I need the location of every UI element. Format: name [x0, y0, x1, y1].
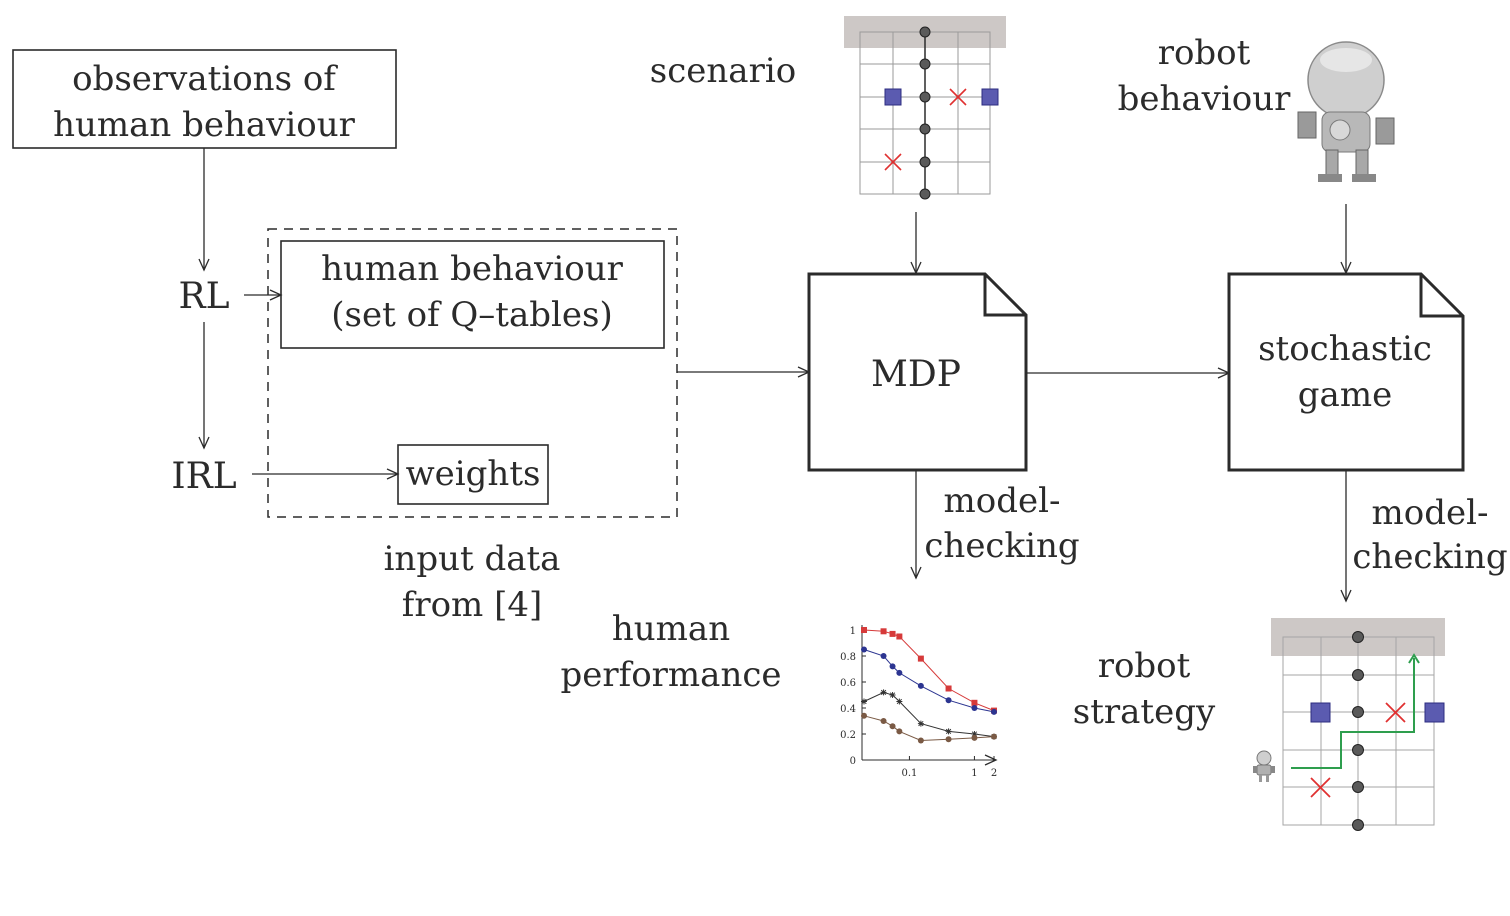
chart-data-point — [880, 628, 887, 635]
chart-data-point — [880, 718, 887, 724]
chart-data-point — [917, 655, 924, 662]
model-checking-1-line1: model- — [944, 481, 1061, 521]
chart-data-point — [945, 697, 952, 704]
chart-y-tick-label: 0.6 — [840, 678, 856, 689]
chart-data-point — [896, 633, 903, 640]
weights-label: weights — [406, 454, 541, 494]
stochastic-game-document — [1227, 272, 1465, 472]
chart-data-point — [861, 712, 867, 719]
chart-data-point — [945, 728, 952, 735]
chart-y-tick-label: 0.8 — [840, 652, 856, 663]
input-data-group — [267, 228, 678, 518]
human-behaviour-label-line2: (set of Q–tables) — [331, 295, 612, 335]
chart-data-point — [861, 627, 867, 633]
stochastic-game-label-line2: game — [1298, 375, 1392, 415]
chart-data-point — [880, 653, 887, 659]
robot-behaviour-label-line2: behaviour — [1118, 79, 1292, 119]
chart-data-point — [917, 737, 924, 744]
chart-data-point — [889, 663, 896, 670]
chart-data-point — [945, 685, 952, 692]
chart-series-line — [863, 691, 995, 738]
chart-y-tick-label: 1 — [850, 626, 856, 637]
strategy-square-marker — [1310, 702, 1331, 723]
scenario-grid — [844, 16, 1006, 200]
chart-data-point — [889, 692, 896, 698]
chart-data-point — [991, 708, 997, 715]
chart-data-point — [896, 728, 903, 735]
chart-data-point — [880, 689, 887, 696]
human-performance-label-line1: human — [612, 609, 730, 649]
chart-data-point — [917, 720, 924, 727]
chart-data-point — [917, 682, 924, 689]
human-performance-label-line2: performance — [560, 655, 781, 695]
scenario-square-marker — [981, 88, 999, 106]
chart-data-point — [861, 698, 867, 705]
model-checking-2-line2: checking — [1352, 537, 1507, 577]
stochastic-game-document-fold — [1419, 274, 1463, 318]
rl-label: RL — [178, 276, 229, 317]
chart-data-point — [945, 736, 952, 743]
chart-data-point — [991, 733, 997, 740]
strategy-square-marker — [1424, 702, 1445, 723]
chart-y-tick-label: 0 — [850, 756, 856, 767]
robot-strategy-label-line2: strategy — [1073, 692, 1216, 732]
chart-data-point — [971, 699, 978, 706]
chart-data-point — [861, 646, 867, 653]
irl-label: IRL — [171, 456, 236, 497]
small-robot-icon — [1253, 750, 1275, 782]
input-data-label-line1: input data — [384, 539, 561, 579]
observations-label-line1: observations of — [72, 59, 338, 99]
model-checking-1-line2: checking — [924, 526, 1079, 566]
mdp-label: MDP — [871, 354, 961, 395]
mdp-document — [807, 272, 1028, 472]
model-checking-2-line1: model- — [1372, 493, 1489, 533]
chart-data-point — [896, 669, 903, 676]
robot-strategy-label-line1: robot — [1098, 646, 1191, 686]
stochastic-game-label-line1: stochastic — [1258, 329, 1432, 369]
chart-data-point — [889, 723, 896, 730]
chart-data-point — [889, 630, 896, 637]
chart-data-point — [896, 698, 903, 705]
chart-x-tick-label: 2 — [991, 768, 997, 779]
chart-data-point — [971, 705, 978, 711]
robot-behaviour-label-line1: robot — [1158, 33, 1251, 73]
human-behaviour-label-line1: human behaviour — [321, 249, 624, 289]
observations-label-line2: human behaviour — [53, 105, 356, 145]
chart-x-tick-label: 0.1 — [901, 768, 917, 779]
chart-data-point — [971, 731, 978, 737]
scenario-square-marker — [884, 88, 902, 106]
robot-path — [1291, 658, 1415, 769]
human-performance-chart: 0 0.2 0.4 0.6 0.8 1 0.1 1 2 — [840, 625, 998, 779]
chart-data-point — [971, 734, 978, 741]
chart-y-tick-label: 0.4 — [840, 704, 856, 715]
scenario-label: scenario — [650, 51, 796, 91]
robot-strategy-grid — [1253, 618, 1445, 831]
chart-x-tick-label: 1 — [971, 768, 977, 779]
input-data-label-line2: from [4] — [402, 585, 543, 625]
chart-series-line — [863, 629, 995, 712]
mdp-document-fold — [983, 274, 1026, 317]
robot-image — [1297, 41, 1395, 182]
chart-y-tick-label: 0.2 — [840, 730, 856, 741]
